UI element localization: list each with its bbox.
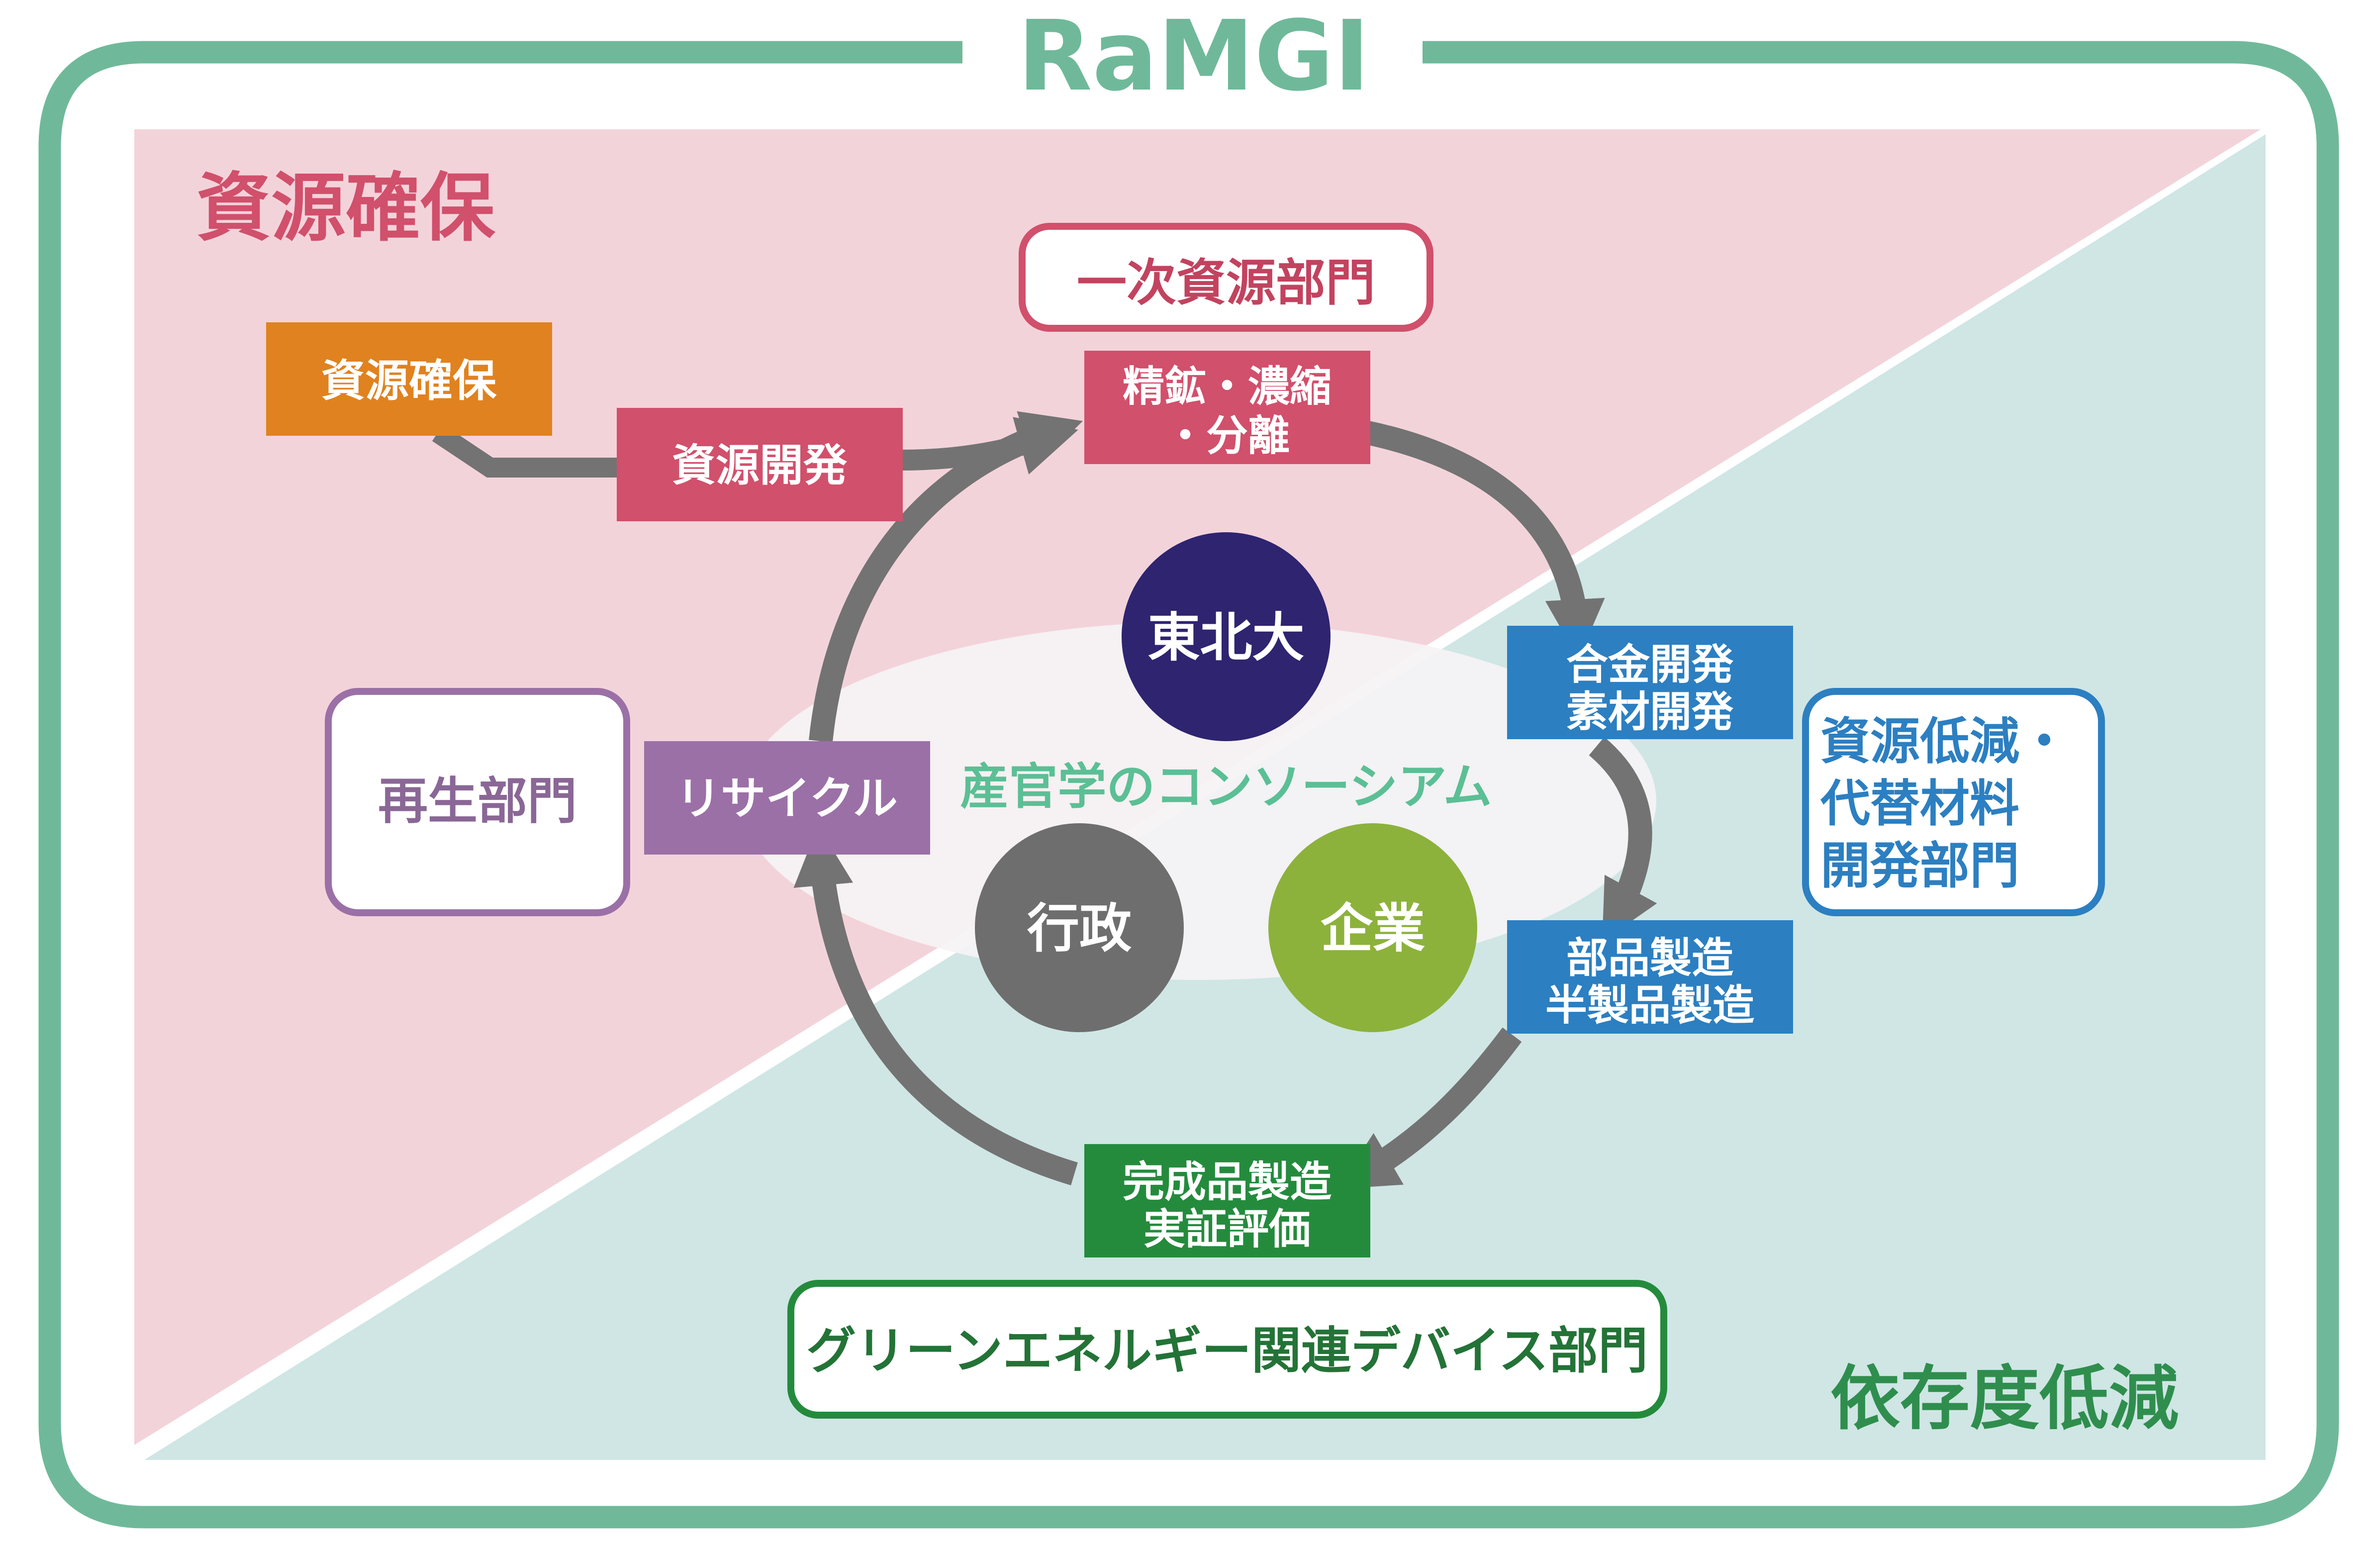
resource-security-box — [266, 322, 552, 436]
refining-box-line-2: ・分離 — [1164, 411, 1290, 460]
government-circle — [975, 823, 1184, 1032]
university-label: 東北大 — [1147, 607, 1304, 668]
parts-manufacturing-box-line-2: 半製品製造 — [1545, 981, 1754, 1030]
reduction-department — [1802, 688, 2105, 916]
industry-circle — [1268, 823, 1477, 1032]
zone-label-resource-security: 資源確保 — [196, 165, 496, 252]
primary-resource-department — [1019, 223, 1433, 332]
arrow-security-to-development — [432, 424, 622, 478]
reduction-department-line-2: 代替材料 — [1820, 774, 2019, 833]
recycle-box — [644, 741, 930, 855]
arrow-refining-to-alloy — [1365, 421, 1605, 659]
arrow-development-to-refining — [900, 417, 1078, 475]
primary-resource-department-label: 一次資源部門 — [1077, 254, 1375, 312]
arrow-alloy-to-parts — [1589, 737, 1657, 942]
finished-products-box — [1084, 1144, 1370, 1257]
parts-manufacturing-box-line-1: 部品製造 — [1566, 934, 1733, 982]
arrow-parts-to-finished — [1337, 1027, 1522, 1189]
recycle-box-label: リサイクル — [676, 772, 898, 825]
finished-products-box-line-1: 完成品製造 — [1123, 1157, 1332, 1206]
alloy-development-box-line-1: 合金開発 — [1566, 640, 1734, 689]
consortium-label: 産官学のコンソーシアム — [960, 759, 1492, 815]
zone-label-dependency-reduction: 依存度低減 — [1830, 1358, 2179, 1440]
refining-box-line-1: 精鉱・濃縮 — [1123, 362, 1332, 411]
outer-frame — [38, 41, 2339, 1529]
reduction-department-line-1: 資源低減・ — [1820, 712, 2069, 771]
parts-manufacturing-box — [1507, 920, 1793, 1034]
green-energy-department-label: グリーンエネルギー関連デバイス部門 — [806, 1322, 1648, 1380]
arrow-finished-to-recycle — [793, 826, 1078, 1185]
green-energy-department — [787, 1280, 1667, 1419]
title: RaMGI — [1018, 0, 1370, 112]
alloy-development-box — [1507, 626, 1793, 739]
reduction-department-line-3: 開発部門 — [1820, 837, 2019, 895]
university-circle — [1122, 532, 1331, 741]
recycling-department — [325, 688, 630, 916]
recycling-department-label: 再生部門 — [378, 772, 577, 830]
refining-box — [1084, 351, 1370, 464]
alloy-development-box-line-2: 素材開発 — [1566, 687, 1734, 736]
resource-development-box — [617, 408, 903, 521]
government-label: 行政 — [1027, 898, 1132, 959]
resource-development-box-label: 資源開発 — [672, 440, 848, 491]
finished-products-box-line-2: 実証評価 — [1143, 1205, 1311, 1253]
industry-label: 企業 — [1321, 898, 1425, 959]
resource-security-box-label: 資源確保 — [321, 355, 497, 406]
